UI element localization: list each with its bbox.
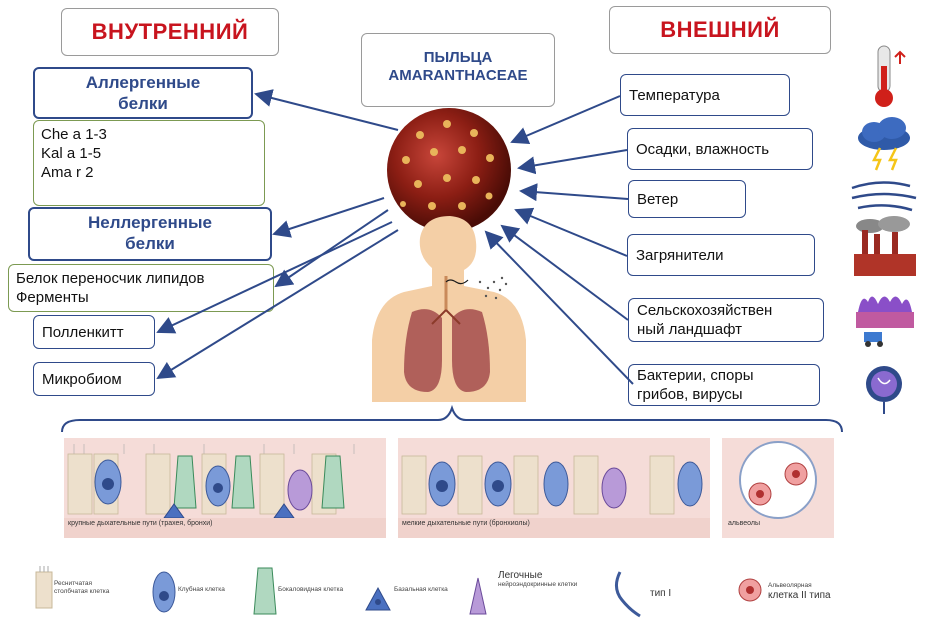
legend-type2-line2: клетка II типа	[768, 590, 831, 601]
external-factor-temperature: Температура	[620, 74, 790, 116]
pollen-label-line2: AMARANTHACEAE	[388, 67, 528, 84]
arrow-icon	[254, 89, 399, 131]
legend-goblet: Бокаловидная клетка	[278, 586, 344, 593]
legend-neuro: Легочные нейроэндокринные клетки	[498, 570, 577, 589]
nonallergen-proteins-box: Неллергенные белки	[28, 207, 272, 261]
microbiome-text: Микробиом	[42, 370, 122, 388]
storm-cloud-icon	[858, 117, 910, 171]
allergen-item: Che a 1-3	[41, 126, 107, 143]
alveoli-cells	[722, 438, 834, 538]
nonallergen-title-line1: Неллергенные	[88, 213, 212, 232]
nonallergen-item: Белок переносчик липидов	[16, 270, 205, 287]
allergen-item: Kal a 1-5	[41, 145, 102, 162]
arrow-icon	[156, 221, 393, 334]
external-icons-column	[851, 45, 917, 414]
external-header: ВНЕШНИЙ	[609, 6, 831, 54]
legend-icons	[35, 566, 762, 618]
legend-neuro-line2: нейроэндокринные клетки	[498, 581, 578, 588]
external-factor-text: ный ландшафт	[637, 321, 742, 338]
type-two-cell-icon	[738, 578, 762, 602]
arrow-icon	[519, 183, 629, 202]
arrow-icon	[156, 229, 399, 380]
neuroendocrine-cell-icon	[469, 577, 487, 615]
external-factor-text: Загрянители	[636, 246, 724, 264]
legend-club: Клубная клетка	[178, 586, 225, 593]
arrow-icon	[500, 224, 629, 321]
small-airways-cells	[398, 438, 710, 538]
pollen-label: ПЫЛЬЦА AMARANTHACEAE	[361, 33, 555, 107]
legend-type1: тип I	[650, 588, 672, 599]
legend-type2-line1: Альвеолярная	[768, 582, 812, 589]
internal-header: ВНУТРЕННИЙ	[61, 8, 279, 56]
arrow-icon	[517, 149, 628, 175]
internal-arrows	[156, 89, 399, 380]
nonallergen-title-line2: белки	[125, 234, 175, 253]
external-factor-pollutants: Загрянители	[627, 234, 815, 276]
arrow-icon	[514, 207, 628, 257]
type-one-cell-icon	[615, 571, 641, 618]
arrow-icon	[510, 95, 621, 145]
large-airways-label: крупные дыхательные пути (трахея, бронхи…	[68, 520, 213, 527]
external-factor-text: грибов, вирусы	[637, 386, 743, 403]
external-factor-text: Сельскохозяйствен	[637, 302, 773, 319]
external-factor-precipitation: Осадки, влажность	[627, 128, 813, 170]
arrow-icon	[484, 230, 634, 385]
legend-ciliated-line2: столбчатая клетка	[54, 588, 110, 595]
legend-type2: Альвеолярная клетка II типа	[768, 582, 831, 601]
arrow-icon	[272, 197, 385, 238]
allergen-item: Ama r 2	[41, 164, 94, 181]
farmland-icon	[856, 296, 914, 347]
external-header-text: ВНЕШНИЙ	[660, 17, 780, 42]
legend-basal: Базальная клетка	[394, 586, 448, 593]
microbiome-box: Микробиом	[33, 362, 155, 396]
wind-icon	[851, 181, 917, 212]
external-factor-text: Осадки, влажность	[636, 140, 770, 158]
legend-ciliated: Реснитчатая столбчатая клетка	[54, 580, 109, 596]
microbe-icon	[866, 366, 902, 414]
alveoli-label: альвеолы	[728, 520, 761, 527]
basal-cell-icon	[365, 586, 391, 611]
ciliated-cell-icon	[35, 566, 53, 609]
alveoli-panel: альвеолы	[722, 438, 834, 538]
legend-neuro-line1: Легочные	[498, 570, 543, 581]
pollen-label-line1: ПЫЛЬЦА	[423, 49, 493, 66]
bracket	[61, 404, 843, 433]
small-airways-panel: мелкие дыхательные пути (бронхиолы)	[398, 438, 710, 538]
pollenkitt-box: Полленкитт	[33, 315, 155, 349]
external-factor-text: Бактерии, споры	[637, 367, 754, 384]
internal-header-text: ВНУТРЕННИЙ	[91, 19, 249, 44]
external-factor-microbes: Бактерии, споры грибов, вирусы	[628, 364, 820, 406]
allergen-title-line2: белки	[118, 94, 168, 113]
club-cell-icon	[152, 571, 176, 613]
allergen-list-box: Che a 1-3 Kal a 1-5 Ama r 2	[33, 120, 265, 206]
pollenkitt-text: Полленкитт	[42, 323, 124, 341]
external-arrows	[484, 95, 634, 385]
nonallergen-list-box: Белок переносчик липидов Ферменты	[8, 264, 274, 312]
large-airways-panel: крупные дыхательные пути (трахея, бронхи…	[64, 438, 386, 538]
small-airways-label: мелкие дыхательные пути (бронхиолы)	[402, 520, 530, 527]
pollen-grain-icon	[387, 108, 511, 232]
external-factor-agriculture: Сельскохозяйствен ный ландшафт	[628, 298, 824, 342]
arrow-icon	[274, 209, 389, 288]
external-factor-text: Ветер	[637, 190, 679, 208]
large-airways-cells	[64, 438, 386, 538]
allergen-proteins-box: Аллергенные белки	[33, 67, 253, 119]
nonallergen-item: Ферменты	[16, 289, 89, 306]
goblet-cell-icon	[253, 567, 277, 615]
legend-ciliated-line1: Реснитчатая	[54, 580, 93, 587]
thermometer-icon	[875, 45, 906, 107]
human-respiratory-icon	[372, 216, 526, 402]
external-factor-wind: Ветер	[628, 180, 746, 218]
allergen-title-line1: Аллергенные	[85, 73, 201, 92]
factory-icon	[854, 216, 916, 276]
external-factor-text: Температура	[629, 86, 720, 104]
